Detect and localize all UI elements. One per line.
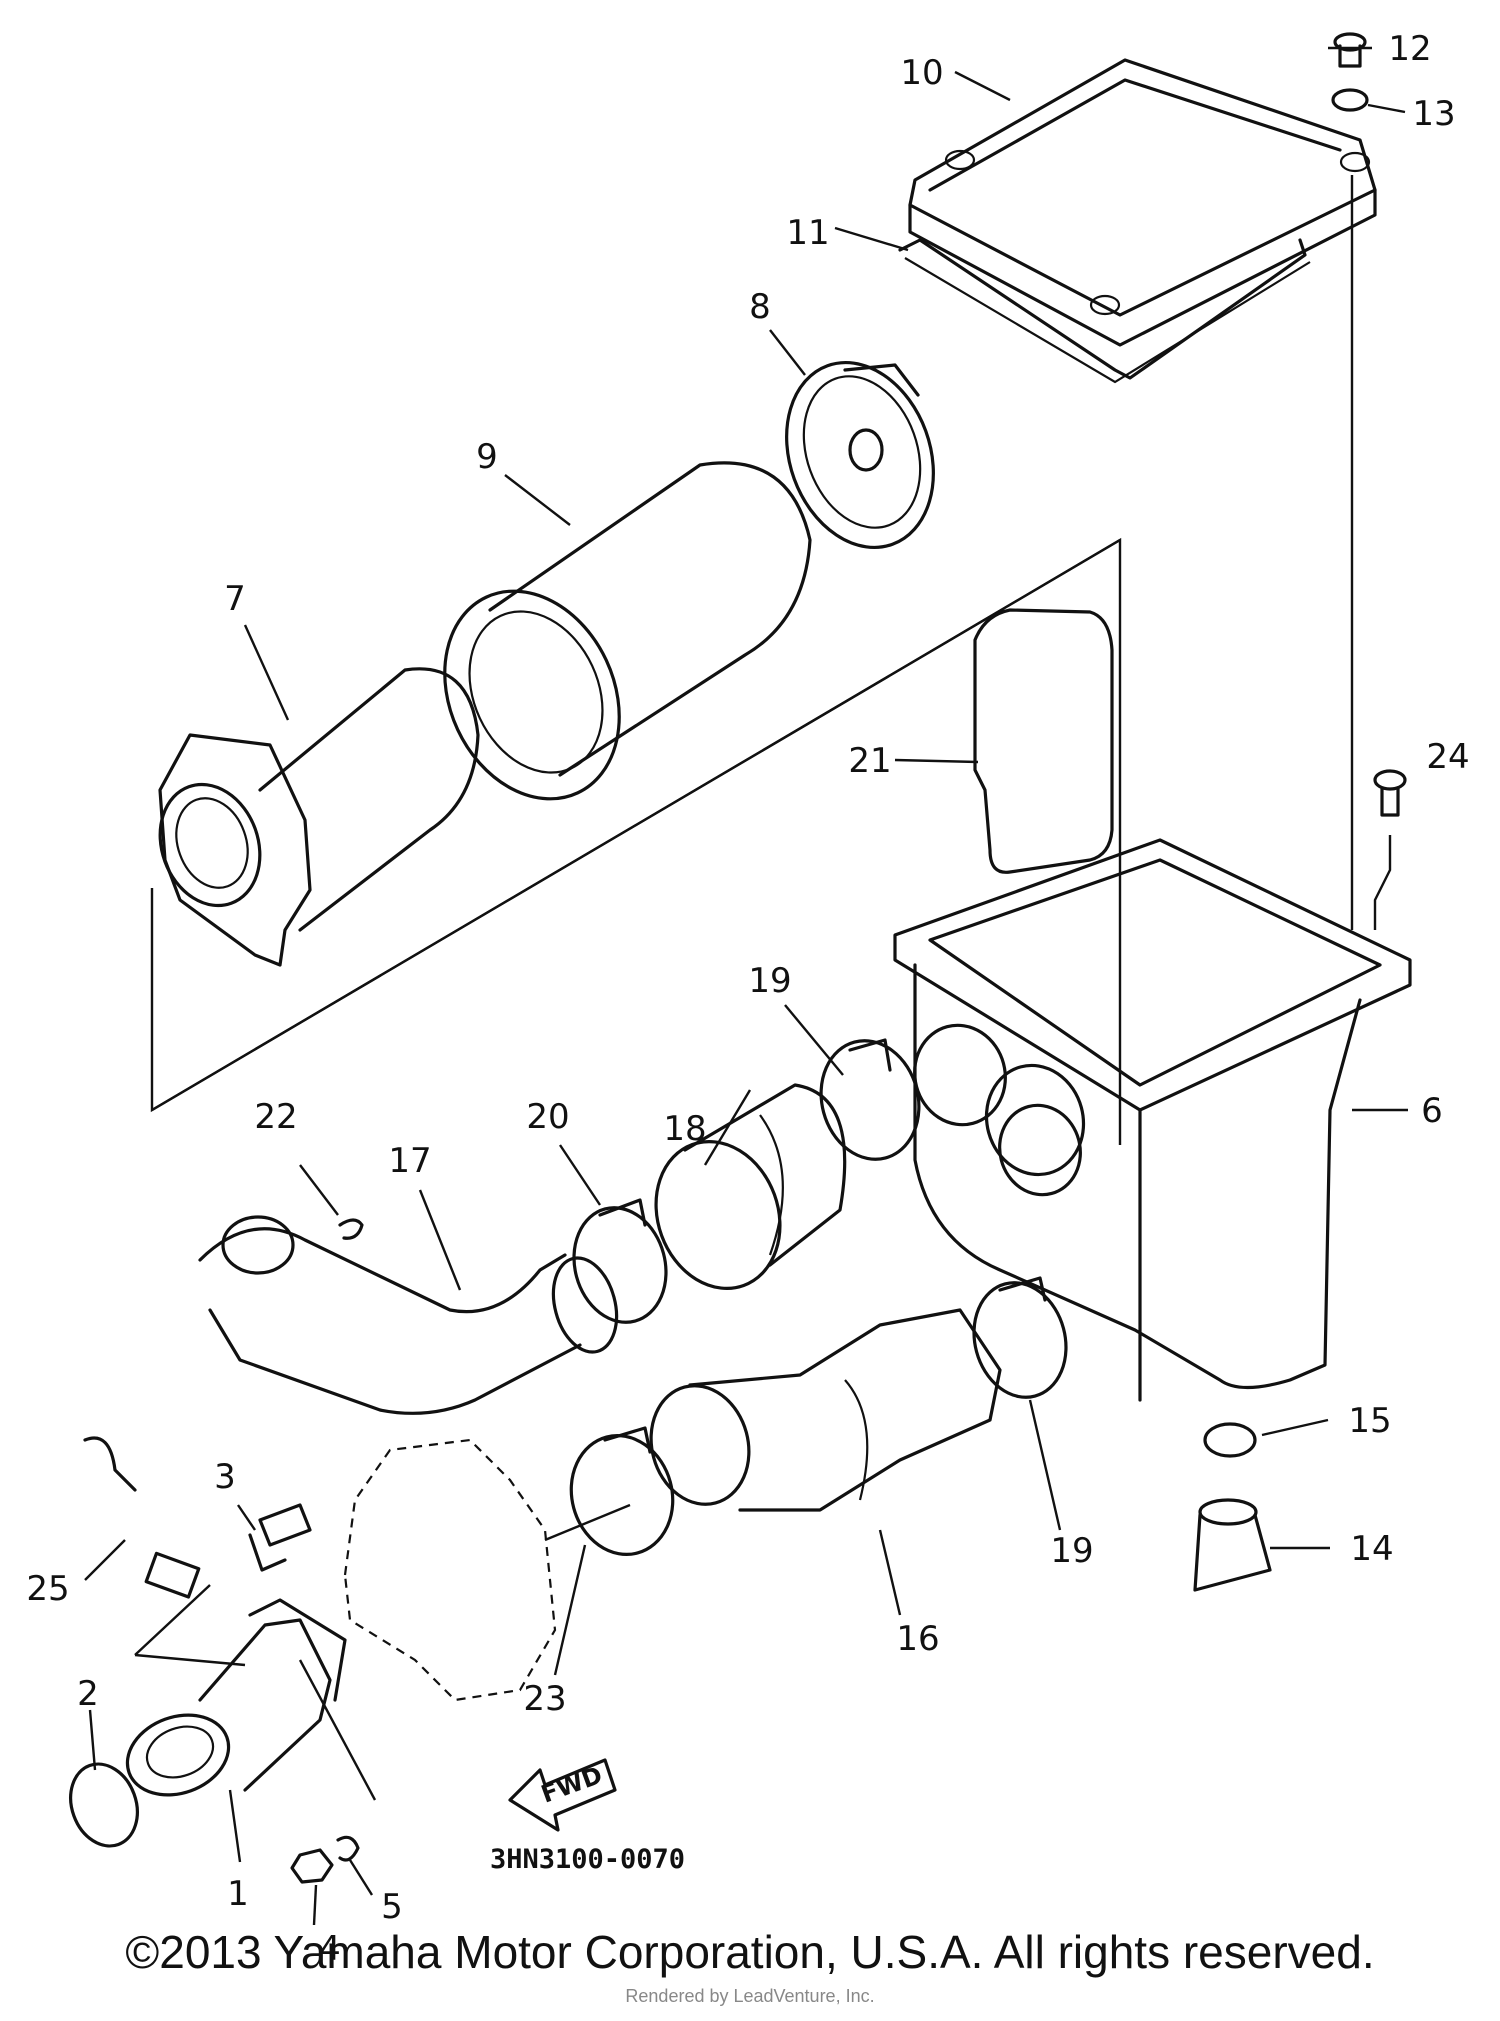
callout-15: 15 — [1348, 1401, 1391, 1441]
part-clamp-23 — [569, 1426, 675, 1556]
part-bolt-24 — [1373, 769, 1407, 817]
callout-25: 25 — [26, 1569, 69, 1609]
part-gasket — [898, 238, 1307, 380]
callout-11: 11 — [786, 213, 829, 253]
callout-14: 14 — [1350, 1529, 1393, 1569]
part-air-box — [893, 838, 1412, 1402]
callout-20: 20 — [526, 1097, 569, 1137]
part-joint-18 — [654, 1083, 847, 1291]
callout-23: 23 — [523, 1679, 566, 1719]
callout-24: 24 — [1426, 737, 1469, 777]
callout-2: 2 — [77, 1674, 99, 1714]
callout-5: 5 — [381, 1887, 403, 1927]
callout-12: 12 — [1388, 29, 1431, 69]
part-drain-14 — [1193, 1498, 1272, 1592]
callout-22: 22 — [254, 1097, 297, 1137]
leader-lines — [84, 46, 1408, 1926]
engine-outline — [343, 1438, 557, 1702]
callout-8: 8 — [749, 287, 771, 327]
part-bolt-12 — [1333, 32, 1367, 68]
fwd-arrow-icon: FWD — [508, 1758, 617, 1832]
assembly-bracket — [150, 537, 1122, 1145]
part-clamp-20 — [572, 1198, 668, 1324]
part-washer-5 — [336, 1835, 360, 1862]
callout-21: 21 — [848, 741, 891, 781]
svg-text:FWD: FWD — [537, 1761, 606, 1809]
part-air-box-cover — [908, 58, 1377, 347]
callout-7: 7 — [224, 579, 246, 619]
part-outer-filter — [443, 461, 812, 801]
part-carb-joint — [125, 1598, 347, 1797]
part-nut-4 — [290, 1848, 334, 1884]
callout-19-upper: 19 — [748, 961, 791, 1001]
part-bolt-3 — [248, 1503, 312, 1572]
part-sensor-25 — [83, 1436, 201, 1599]
part-o-ring-2 — [69, 1762, 139, 1848]
callout-labels: 1 2 3 4 5 6 7 8 9 10 11 12 13 14 15 16 1… — [26, 29, 1469, 1969]
part-gasket-inner — [904, 257, 1311, 384]
part-clip-22 — [338, 1218, 364, 1240]
callout-1: 1 — [227, 1874, 249, 1914]
callout-10: 10 — [900, 53, 943, 93]
part-filter-plate — [785, 360, 935, 550]
part-lower-duct — [649, 1308, 1002, 1512]
callout-17: 17 — [388, 1141, 431, 1181]
callout-18: 18 — [663, 1109, 706, 1149]
callout-4: 4 — [319, 1929, 341, 1969]
part-plate-21 — [973, 608, 1114, 874]
copyright-notice: ©2013 Yamaha Motor Corporation, U.S.A. A… — [125, 1926, 1375, 1978]
callout-9: 9 — [476, 437, 498, 477]
diagram-code: 3HN3100-0070 — [490, 1844, 685, 1875]
callout-6: 6 — [1421, 1091, 1443, 1131]
part-clamp-19-upper — [819, 1038, 921, 1161]
rendered-by-notice: Rendered by LeadVenture, Inc. — [625, 1986, 875, 2006]
callout-19-lower: 19 — [1050, 1531, 1093, 1571]
part-clamp-19-lower — [972, 1276, 1068, 1399]
part-washer-13 — [1331, 88, 1369, 112]
callout-13: 13 — [1412, 94, 1455, 134]
part-intake-duct — [198, 1215, 619, 1415]
callout-3: 3 — [214, 1457, 236, 1497]
part-filter-holder — [158, 667, 480, 967]
callout-16: 16 — [896, 1619, 939, 1659]
part-clip-15 — [1203, 1422, 1257, 1458]
